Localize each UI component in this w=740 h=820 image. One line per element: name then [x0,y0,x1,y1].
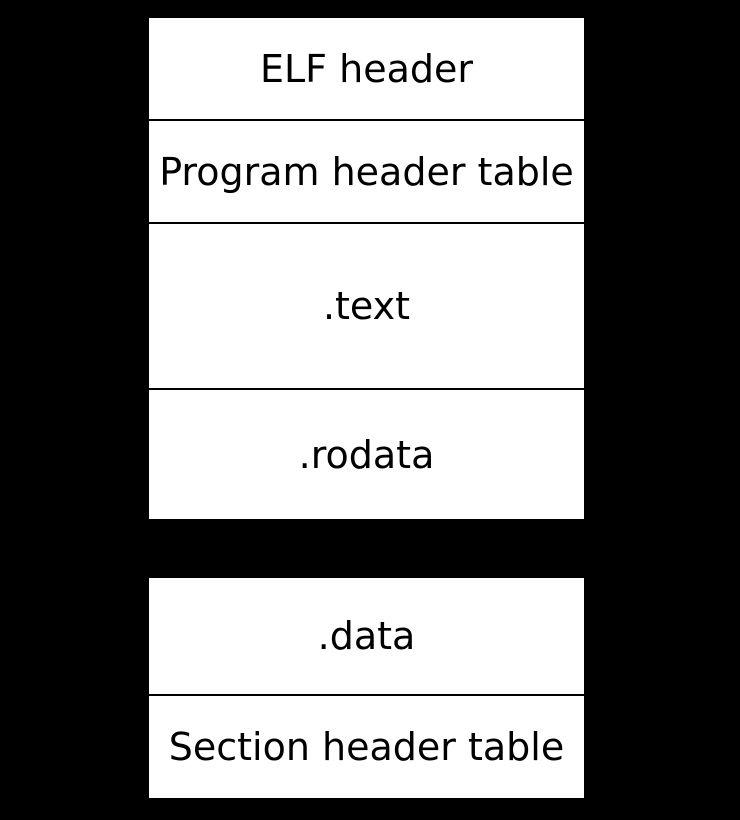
block-label-rodata-section: .rodata [298,432,435,477]
block-elf-header: ELF header [149,18,584,119]
block-label-elf-header: ELF header [260,46,473,91]
block-data-section: .data [149,578,584,694]
block-label-program-header-table: Program header table [159,149,574,194]
block-label-text-section: .text [322,284,411,328]
block-label-data-section: .data [317,614,416,658]
block-rodata-section: .rodata [149,390,584,519]
block-section-header-table: Section header table [149,696,584,798]
segment-gap-divider [149,519,584,578]
block-program-header-table: Program header table [149,121,584,222]
block-label-section-header-table: Section header table [168,725,565,769]
block-text-section: .text [149,224,584,388]
